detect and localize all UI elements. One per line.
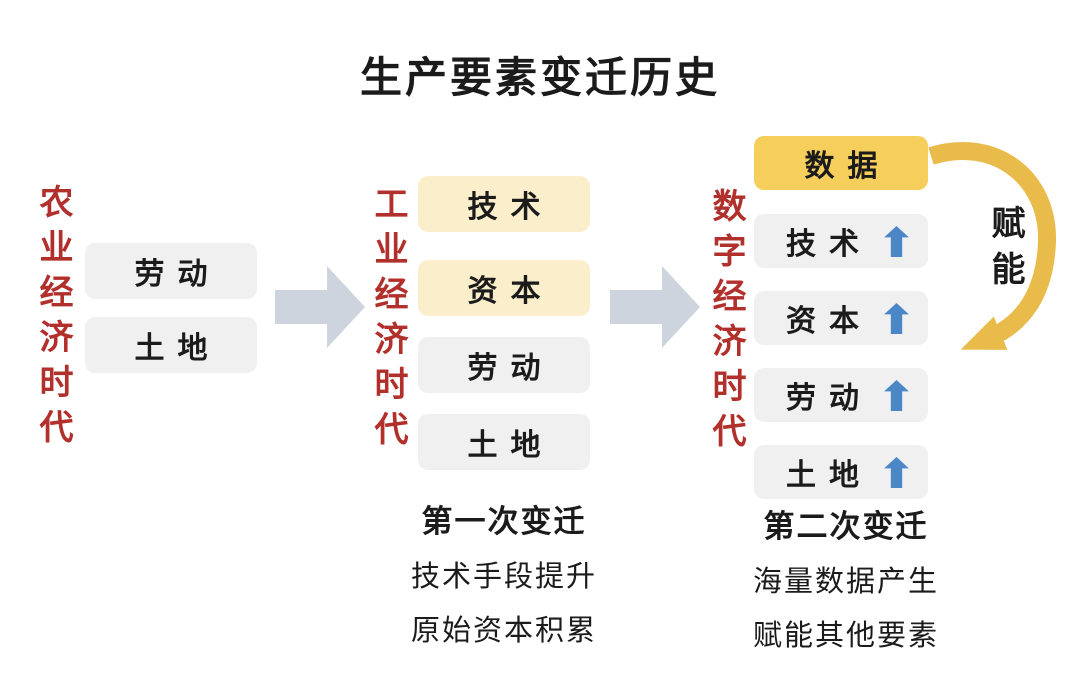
factor-box-capital: 资本 bbox=[418, 260, 590, 316]
up-arrow-icon bbox=[884, 379, 909, 411]
right-block-arrow-icon bbox=[275, 266, 365, 348]
up-arrow-icon bbox=[884, 302, 909, 334]
up-arrow-icon bbox=[884, 456, 909, 488]
factor-box-capital: 资本 bbox=[754, 291, 928, 345]
factor-box-technology: 技术 bbox=[754, 214, 928, 268]
factor-label: 资本 bbox=[786, 305, 872, 338]
factor-box-technology: 技术 bbox=[418, 176, 590, 232]
factor-label: 技术 bbox=[467, 191, 554, 224]
era-label-digital: 数字经济时代 bbox=[707, 188, 744, 458]
factor-label: 土地 bbox=[467, 429, 554, 462]
up-arrow-icon bbox=[884, 225, 909, 257]
right-block-arrow-icon bbox=[610, 266, 700, 348]
caption-line: 赋能其他要素 bbox=[752, 620, 939, 652]
caption-first-transition: 第一次变迁 技术手段提升 原始资本积累 bbox=[390, 496, 618, 649]
caption-title: 第一次变迁 bbox=[421, 504, 587, 539]
factor-box-labor: 劳动 bbox=[754, 368, 928, 422]
caption-second-transition: 第二次变迁 海量数据产生 赋能其他要素 bbox=[730, 501, 962, 654]
factor-label: 劳动 bbox=[134, 258, 221, 291]
caption-line: 技术手段提升 bbox=[410, 561, 597, 593]
era-label-agricultural: 农业经济时代 bbox=[34, 184, 71, 454]
factor-box-land: 土地 bbox=[85, 317, 257, 373]
empower-curved-arrow-icon bbox=[928, 142, 1057, 350]
factor-label: 土地 bbox=[786, 459, 872, 492]
diagram-title: 生产要素变迁历史 bbox=[359, 54, 720, 101]
factor-box-land: 土地 bbox=[754, 445, 928, 499]
factor-box-labor: 劳动 bbox=[85, 243, 257, 299]
caption-line: 原始资本积累 bbox=[410, 615, 597, 647]
era-label-industrial: 工业经济时代 bbox=[369, 186, 406, 456]
factor-label: 劳动 bbox=[786, 382, 872, 415]
factor-label: 技术 bbox=[786, 228, 872, 261]
factor-label: 劳动 bbox=[467, 352, 554, 385]
factor-box-land: 土地 bbox=[418, 414, 590, 470]
empower-label: 赋能 bbox=[986, 205, 1023, 297]
caption-line: 海量数据产生 bbox=[752, 566, 939, 598]
factor-label: 资本 bbox=[467, 275, 554, 308]
factor-label: 土地 bbox=[134, 332, 221, 365]
caption-title: 第二次变迁 bbox=[763, 509, 929, 544]
factor-label: 数据 bbox=[804, 150, 891, 183]
factor-box-data: 数据 bbox=[754, 136, 928, 190]
factor-box-labor: 劳动 bbox=[418, 337, 590, 393]
